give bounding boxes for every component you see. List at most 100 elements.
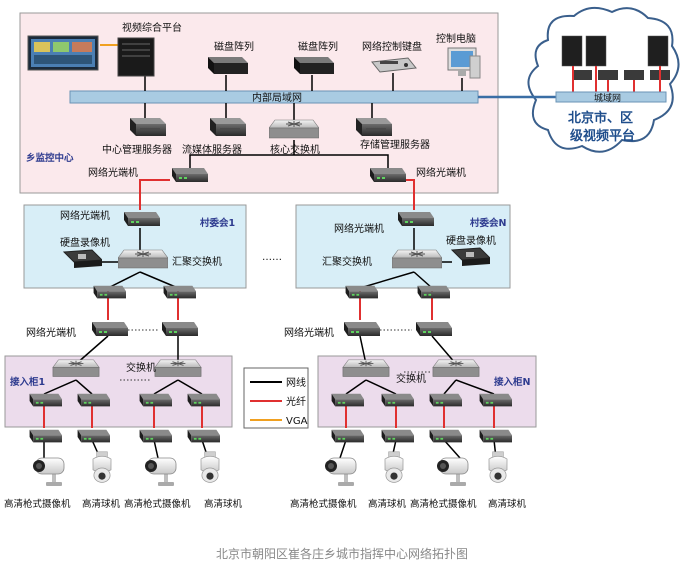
- cabinet-optical-icon: [77, 393, 110, 407]
- dist-optical-2-icon: [162, 322, 198, 336]
- dome-camera-icon: [384, 451, 404, 483]
- cabinet-optical-icon: [187, 393, 220, 407]
- dome-camera-icon: [488, 451, 508, 483]
- bullet-camera-label: 高清枪式摄像机: [4, 498, 71, 510]
- camera-optical-icon: [187, 429, 220, 443]
- cabinet-1-switch-1-icon: [52, 359, 100, 377]
- cabinet-optical-icon: [429, 393, 462, 407]
- bullet-camera-label: 高清枪式摄像机: [290, 498, 357, 510]
- village-n-agg-switch-label: 汇聚交换机: [322, 255, 372, 268]
- township-optical-1-label: 网络光端机: [88, 166, 138, 179]
- township-region-label: 乡监控中心: [26, 152, 74, 164]
- stream-server-label: 流媒体服务器: [182, 143, 242, 156]
- dome-camera-icon: [92, 451, 112, 483]
- figure-caption: 北京市朝阳区崔各庄乡城市指挥中心网络拓扑图: [216, 546, 468, 561]
- lan-label: 内部局域网: [252, 91, 302, 104]
- village-1-nvr-label: 硬盘录像机: [60, 236, 110, 249]
- village-n-agg-switch-icon: [392, 249, 442, 269]
- cabinet-optical-icon: [139, 393, 172, 407]
- dome-camera-label: 高清球机: [368, 498, 407, 510]
- village-1-region-label: 村委会1: [200, 217, 235, 229]
- disk-array-1-label: 磁盘阵列: [214, 40, 254, 53]
- bullet-camera-icon: [436, 457, 469, 487]
- village-n-uplink-1-icon: [345, 285, 378, 299]
- cabinet-1-region-label: 接入柜1: [10, 376, 45, 388]
- dome-camera-label: 高清球机: [488, 498, 527, 510]
- dome-camera-label: 高清球机: [204, 498, 243, 510]
- village-1-uplink-1-icon: [93, 285, 126, 299]
- cabinet-optical-icon: [381, 393, 414, 407]
- control-pc-icon: [447, 47, 481, 79]
- village-1-uplink-2-icon: [163, 285, 196, 299]
- video-platform-icon: [27, 35, 155, 77]
- camera-optical-icon: [29, 429, 62, 443]
- township-optical-n-label: 网络光端机: [416, 166, 466, 179]
- cabinet-optical-icon: [29, 393, 62, 407]
- disk-array-1-icon: [208, 57, 248, 74]
- storage-server-label: 存储管理服务器: [360, 138, 430, 151]
- center-server-label: 中心管理服务器: [102, 143, 172, 156]
- camera-optical-icon: [77, 429, 110, 443]
- access-cable-lines: [43, 228, 497, 459]
- core-switch-label: 核心交换机: [270, 143, 320, 156]
- village-n-nvr-label: 硬盘录像机: [446, 234, 496, 247]
- core-switch-icon: [269, 119, 319, 139]
- center-server-icon: [130, 118, 166, 136]
- city-platform-cloud: [527, 6, 680, 153]
- village-n-uplink-2-icon: [417, 285, 450, 299]
- dist-optical-2-label: 网络光端机: [284, 326, 334, 339]
- township-cable-lines: [144, 73, 463, 172]
- bullet-camera-label: 高清枪式摄像机: [410, 498, 477, 510]
- camera-optical-icon: [139, 429, 172, 443]
- cabinet-1-switch-2-icon: [154, 359, 202, 377]
- dist-optical-1-label: 网络光端机: [26, 326, 76, 339]
- bullet-camera-icon: [324, 457, 357, 487]
- disk-array-2-label: 磁盘阵列: [298, 40, 338, 53]
- camera-optical-icon: [381, 429, 414, 443]
- disk-array-2-icon: [294, 57, 334, 74]
- cabinet-n-region-label: 接入柜N: [494, 376, 531, 388]
- village-n-region-label: 村委会N: [470, 217, 507, 229]
- cabinet-optical-icon: [479, 393, 512, 407]
- legend: 网线 光纤 VGA: [243, 367, 309, 429]
- legend-fiber-label: 光纤: [286, 395, 306, 408]
- dome-camera-label: 高清球机: [82, 498, 121, 510]
- bullet-camera-icon: [32, 457, 65, 487]
- camera-optical-icon: [331, 429, 364, 443]
- township-optical-n-icon: [370, 168, 406, 182]
- control-pc-label: 控制电脑: [436, 32, 476, 45]
- township-optical-1-icon: [172, 168, 208, 182]
- village-n-optical-icon: [398, 212, 434, 226]
- metro-bar: [555, 91, 667, 103]
- cabinet-1-switch-label: 交换机: [126, 361, 156, 374]
- village-1-optical-label: 网络光端机: [60, 209, 110, 222]
- dist-optical-3-icon: [344, 322, 380, 336]
- village-1-agg-switch-label: 汇聚交换机: [172, 255, 222, 268]
- cloud-label-line-1: 北京市、区: [568, 110, 633, 126]
- cabinet-optical-icon: [331, 393, 364, 407]
- bullet-camera-label: 高清枪式摄像机: [124, 498, 191, 510]
- dist-optical-1-icon: [92, 322, 128, 336]
- dotted-connectors: [120, 329, 430, 381]
- net-keyboard-label: 网络控制键盘: [362, 40, 422, 53]
- keyboard-icon: [371, 57, 417, 73]
- bullet-camera-icon: [144, 457, 177, 487]
- village-n-optical-label: 网络光端机: [334, 222, 384, 235]
- cabinet-n-switch-1-icon: [342, 359, 390, 377]
- dome-camera-icon: [200, 451, 220, 483]
- camera-optical-icon: [479, 429, 512, 443]
- ellipsis-mid: ……: [262, 252, 282, 263]
- village-1-optical-icon: [124, 212, 160, 226]
- video-platform-label: 视频综合平台: [122, 21, 182, 34]
- camera-optical-icon: [429, 429, 462, 443]
- metro-net-label: 城域网: [594, 92, 621, 104]
- dist-optical-4-icon: [416, 322, 452, 336]
- cloud-label-line-2: 级视频平台: [570, 128, 635, 144]
- legend-cable-label: 网线: [286, 376, 306, 389]
- stream-server-icon: [210, 118, 246, 136]
- legend-vga-label: VGA: [286, 416, 308, 427]
- storage-server-icon: [356, 118, 392, 136]
- cabinet-n-switch-2-icon: [432, 359, 480, 377]
